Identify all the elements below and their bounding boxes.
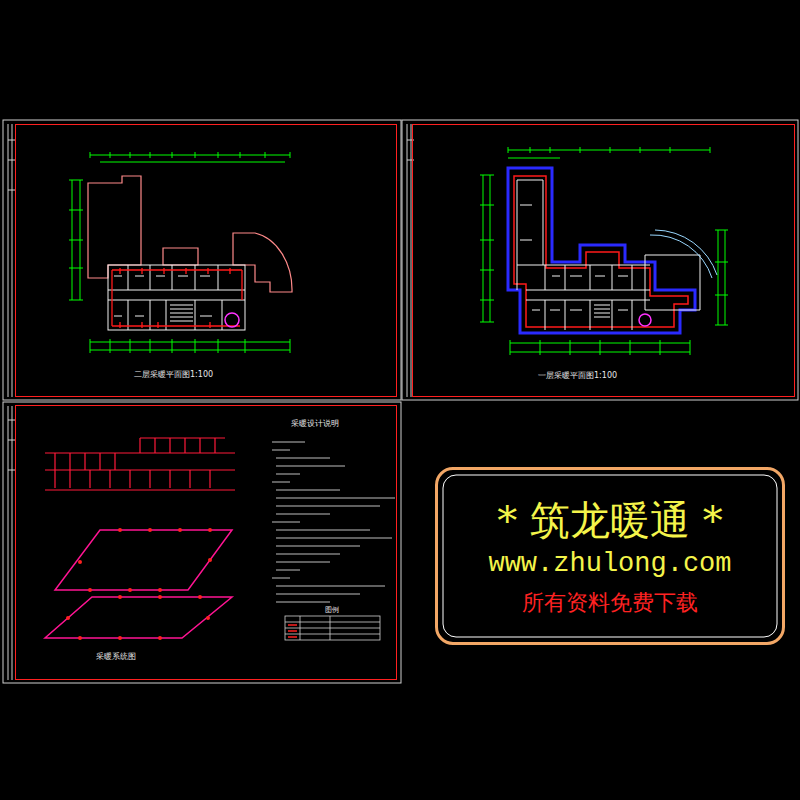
sheet-frame xyxy=(3,120,798,683)
table-frame xyxy=(285,616,380,640)
dimension-lines xyxy=(480,147,728,355)
radiator xyxy=(78,560,82,564)
pipe xyxy=(55,530,232,590)
room-tag xyxy=(114,276,212,316)
radiator xyxy=(118,528,122,532)
dimension-line xyxy=(715,230,728,325)
legend-table xyxy=(285,616,380,640)
stair xyxy=(170,305,193,321)
stair-riser xyxy=(639,314,651,326)
building-outline xyxy=(508,168,695,333)
drawing-title: 采暖设计说明 xyxy=(291,420,339,428)
room-tag xyxy=(520,205,628,310)
walls xyxy=(517,180,700,330)
radiator xyxy=(206,616,210,620)
drawing-panel: 采暖系统图 采暖设计说明 xyxy=(15,405,397,680)
dimension-line xyxy=(69,180,83,300)
wall xyxy=(645,255,700,310)
pipe xyxy=(45,597,232,638)
table-caption: 图例 xyxy=(325,607,339,614)
radiator-points xyxy=(66,528,212,640)
radiator xyxy=(158,588,162,592)
wing-outline xyxy=(163,248,198,265)
drawing-title: 二层采暖平面图1:100 xyxy=(134,371,213,379)
radiator xyxy=(158,636,162,640)
dimension-line xyxy=(508,147,710,158)
radiator xyxy=(66,616,70,620)
drawing-panel: 二层采暖平面图1:100 xyxy=(15,124,397,397)
frame-line xyxy=(3,120,401,400)
entrance-arc xyxy=(650,230,717,278)
heating-pipe xyxy=(112,268,242,328)
radiator xyxy=(118,636,122,640)
drawing-panel: 一层采暖平面图1:100 xyxy=(412,124,795,397)
drawing-title: 一层采暖平面图1:100 xyxy=(538,372,617,380)
radiator xyxy=(78,636,82,640)
dimension-lines xyxy=(69,152,290,353)
walls xyxy=(108,265,245,330)
radiator xyxy=(148,528,152,532)
stair-riser xyxy=(225,313,239,327)
isometric-diagram xyxy=(45,530,232,638)
radiator xyxy=(178,528,182,532)
system-diagram xyxy=(45,438,235,490)
radiator xyxy=(208,528,212,532)
pipe xyxy=(112,270,242,326)
watermark-inner-border xyxy=(443,475,777,637)
frame-line xyxy=(3,402,401,683)
dimension-line xyxy=(90,152,290,162)
frame-line xyxy=(402,120,798,400)
watermark-text: * 筑龙暖通 * xyxy=(497,497,722,543)
heating-pipe xyxy=(514,176,688,327)
riser xyxy=(55,438,215,488)
radiator xyxy=(128,588,132,592)
radiator xyxy=(198,595,202,599)
table-grid xyxy=(285,616,380,640)
dimension-line xyxy=(480,175,494,322)
stair xyxy=(594,305,610,317)
wall xyxy=(108,265,245,330)
wall xyxy=(108,265,245,330)
radiator xyxy=(208,558,212,562)
building-outline xyxy=(88,176,292,292)
watermark-box: * 筑龙暖通 * www.zhulong.com 所有资料免费下载 xyxy=(435,467,785,645)
wall xyxy=(517,180,650,330)
watermark-text: 所有资料免费下载 xyxy=(522,590,698,615)
dimension-line xyxy=(510,340,690,355)
pipe xyxy=(45,438,235,490)
radiator xyxy=(118,595,122,599)
watermark-text: www.zhulong.com xyxy=(488,549,731,580)
radiator xyxy=(88,588,92,592)
legend-sample xyxy=(288,625,297,637)
title-block xyxy=(8,124,414,680)
drawing-title: 采暖系统图 xyxy=(96,653,136,661)
dimension-line xyxy=(90,339,290,353)
radiator xyxy=(120,268,230,328)
radiator xyxy=(158,595,162,599)
wing-outline xyxy=(88,176,141,278)
notes-text-rows xyxy=(272,442,395,602)
note-line xyxy=(272,442,395,602)
